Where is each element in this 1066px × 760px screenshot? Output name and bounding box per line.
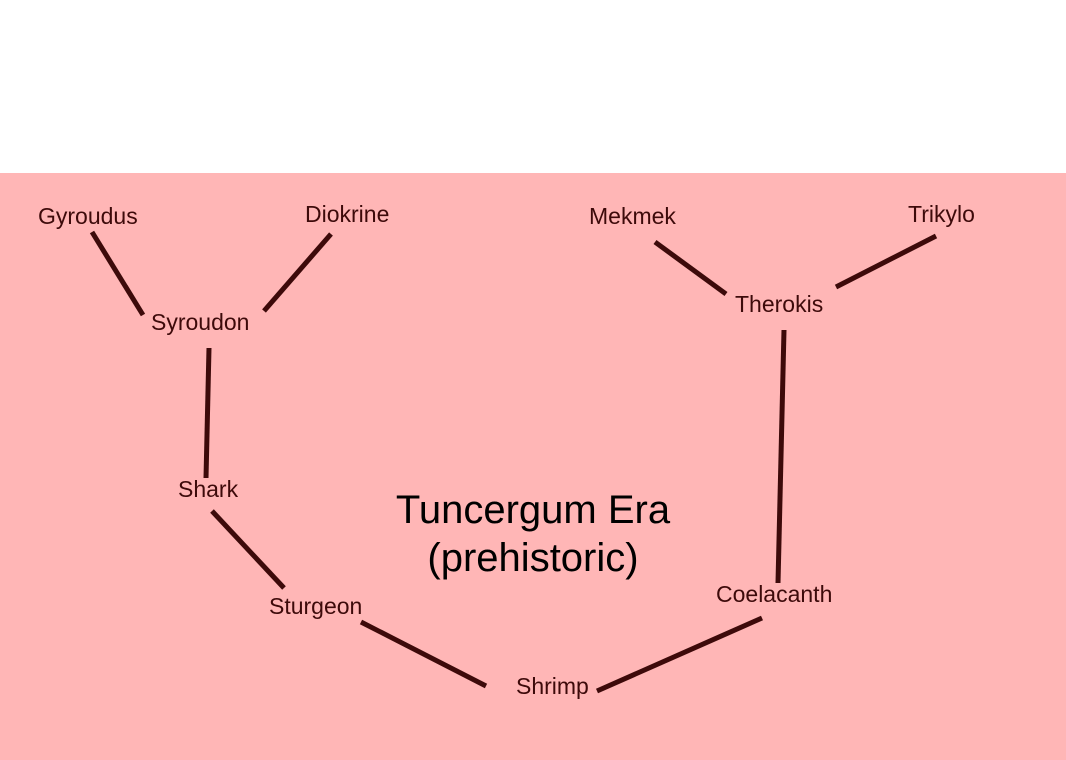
edges-group (89, 230, 938, 694)
lineage-edge-trikylo-therokis (834, 233, 938, 290)
lineage-edge-syroudon-shark (203, 347, 212, 479)
taxon-label-trikylo[interactable]: Trikylo (908, 201, 975, 227)
taxon-label-shark[interactable]: Shark (178, 476, 239, 502)
taxon-label-shrimp[interactable]: Shrimp (516, 673, 589, 699)
lineage-edge-shark-sturgeon (210, 509, 286, 590)
lineage-edge-mekmek-therokis (653, 239, 728, 297)
taxon-label-therokis[interactable]: Therokis (735, 291, 824, 317)
lineage-edge-diokrine-syroudon (262, 232, 333, 313)
taxon-label-gyroudus[interactable]: Gyroudus (38, 203, 138, 229)
lineage-edge-shrimp-coelacanth (595, 615, 764, 694)
taxon-label-syroudon[interactable]: Syroudon (151, 309, 250, 335)
taxon-label-sturgeon[interactable]: Sturgeon (269, 593, 363, 619)
taxon-label-diokrine[interactable]: Diokrine (305, 201, 390, 227)
taxon-label-mekmek[interactable]: Mekmek (589, 203, 676, 229)
taxon-label-coelacanth[interactable]: Coelacanth (716, 581, 833, 607)
lineage-edge-gyroudus-syroudon (89, 230, 146, 317)
era-band-tuncergum (0, 173, 1066, 760)
lineage-edge-sturgeon-shrimp (359, 619, 488, 689)
lineage-edge-therokis-coelacanth (775, 329, 787, 584)
